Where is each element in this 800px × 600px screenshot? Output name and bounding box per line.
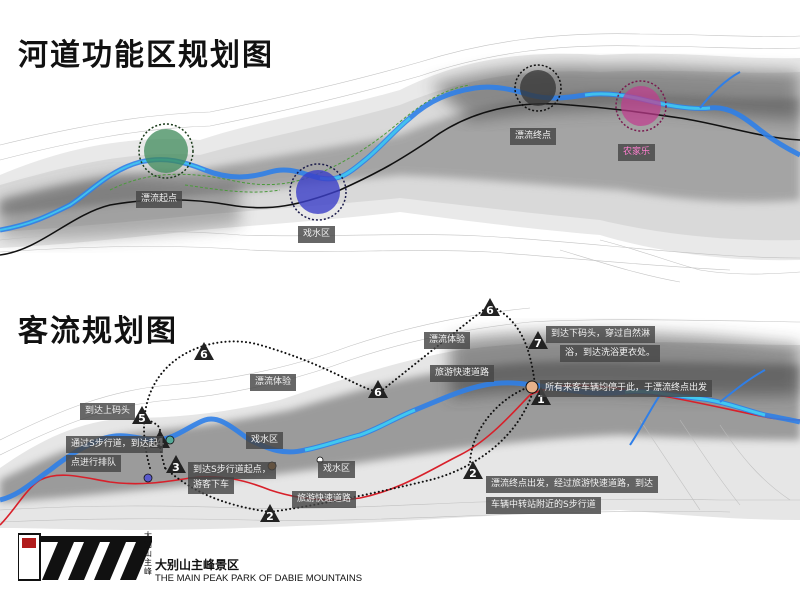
- label-water-play: 戏水区: [298, 226, 336, 243]
- label-rafting-start: 漂流起点: [136, 191, 183, 208]
- step-6-mid-number: 6: [374, 386, 382, 399]
- step-7: 7: [528, 331, 548, 350]
- label-fast-road: 旅游快速道路: [292, 491, 357, 508]
- label-get-off: 游客下车: [188, 477, 235, 494]
- label-arrive-dock: 到达上码头: [80, 403, 136, 420]
- title-visitor-flow: 客流规划图: [18, 314, 178, 349]
- step-2-right: 2: [463, 461, 483, 480]
- zone-water-play: [289, 163, 347, 221]
- brand-seal-frame: [18, 533, 41, 581]
- step-6-left: 6: [194, 342, 214, 361]
- label-water-play-bottom-2: 戏水区: [318, 461, 356, 478]
- step-6-mid: 6: [368, 380, 388, 399]
- label-rafting-experience: 漂流体验: [250, 374, 297, 391]
- brand-seal-text: 大别山主峰: [144, 531, 152, 576]
- zone-farm-stay: [615, 80, 667, 132]
- flow-arc-to-5: [144, 419, 161, 431]
- label-fast-road-upper: 旅游快速道路: [430, 365, 495, 382]
- label-dock-line1: 到达下码头，穿过自然淋: [546, 326, 656, 343]
- step-5-number: 5: [138, 412, 146, 425]
- step-2-right-number: 2: [469, 467, 477, 480]
- bottom-red-route: [0, 384, 800, 526]
- zone-rafting-start: [138, 123, 194, 179]
- brand-name-cn: 大别山主峰景区: [155, 558, 240, 572]
- flow-arc-to-7: [489, 304, 536, 386]
- brand-logo: [18, 533, 152, 581]
- step-5: 5: [132, 406, 152, 425]
- label-end-line2: 车辆中转站附近的S步行道: [486, 497, 601, 514]
- zone-rafting-end: [514, 64, 562, 112]
- label-farm-stay: 农家乐: [618, 144, 656, 161]
- brand-seal-mark: [22, 538, 36, 548]
- step-1-number: 1: [537, 393, 545, 406]
- flow-arc-6-left: [143, 340, 381, 469]
- label-rafting-experience-upper: 漂流体验: [424, 332, 471, 349]
- label-dock-line2: 浴，到达洗浴更衣处。: [560, 345, 661, 362]
- label-rafting-end: 漂流终点: [510, 128, 557, 145]
- step-7-number: 7: [534, 337, 542, 350]
- flow-arc-to-2-inner: [469, 384, 536, 466]
- label-s-trail-2: 点进行排队: [66, 455, 122, 472]
- step-2-left: 2: [260, 504, 280, 523]
- step-6-left-number: 6: [200, 348, 208, 361]
- brand-peaks: [40, 536, 152, 580]
- step-3-number: 3: [172, 461, 180, 474]
- label-end-line1: 漂流终点出发，经过旅游快速道路，到达: [486, 476, 659, 493]
- top-road: [0, 102, 800, 256]
- label-water-play-bottom: 戏水区: [246, 432, 284, 449]
- label-all-cars: 所有来客车辆均停于此，于漂流终点出发: [540, 380, 713, 397]
- brand-name-en: THE MAIN PEAK PARK OF DABIE MOUNTAINS: [155, 573, 363, 584]
- title-river-zones: 河道功能区规划图: [18, 38, 274, 73]
- step-3: 3: [166, 455, 186, 474]
- label-arrive-start: 到达S步行道起点，: [188, 462, 276, 479]
- top-green-trail: [109, 84, 471, 193]
- step-2-left-number: 2: [266, 510, 274, 523]
- label-s-trail-1: 通过S步行道，到达起: [66, 436, 163, 453]
- step-6-right-number: 6: [486, 304, 494, 317]
- step-6-right: 6: [480, 298, 500, 317]
